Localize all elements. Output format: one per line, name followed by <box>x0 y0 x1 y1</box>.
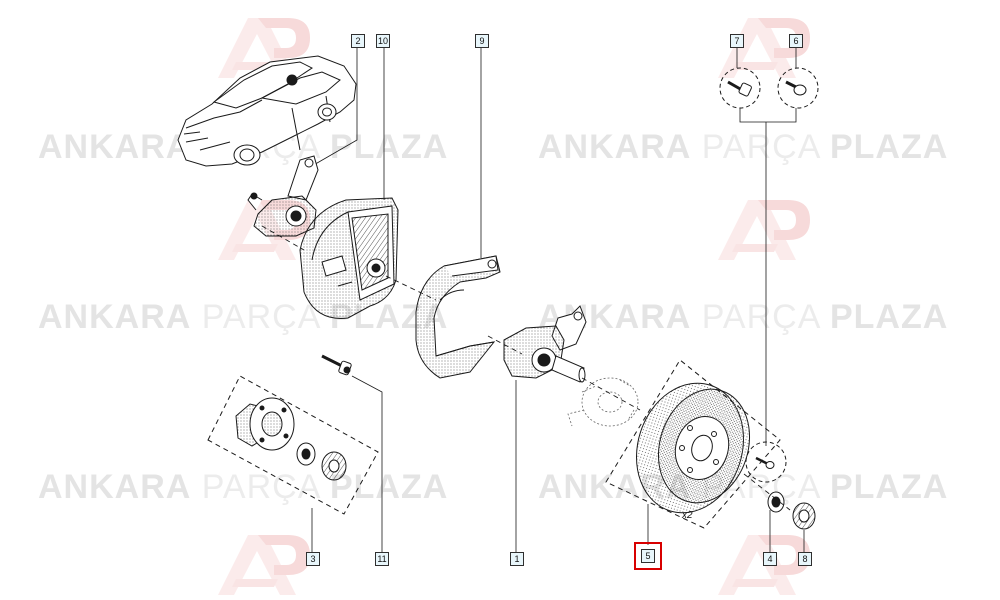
part-hub-ghost <box>567 377 639 427</box>
watermark-text: ANKARA PARÇA PLAZA <box>38 468 449 506</box>
part-brake-disc <box>636 382 751 514</box>
callout-11[interactable]: 11 <box>375 552 389 566</box>
callout-1[interactable]: 1 <box>510 552 524 566</box>
callout-7[interactable]: 7 <box>730 34 744 48</box>
leader-lines <box>311 47 805 552</box>
callout-4[interactable]: 4 <box>763 552 777 566</box>
callout-3[interactable]: 3 <box>306 552 320 566</box>
part-hub-bearing-kit <box>207 375 379 515</box>
car-illustration <box>177 55 357 167</box>
part-nut-8 <box>792 502 816 530</box>
part-screw-6 <box>777 67 819 109</box>
watermark-text: ANKARA PARÇA PLAZA <box>538 298 949 336</box>
part-bolt-7 <box>719 67 761 109</box>
quantity-label: x2 <box>682 510 693 521</box>
assembly-axis-lines <box>261 225 791 511</box>
callout-5-highlighted[interactable]: 5 <box>634 542 662 570</box>
callout-2[interactable]: 2 <box>351 34 365 48</box>
kit-outline-disc <box>605 359 781 529</box>
callout-6[interactable]: 6 <box>789 34 803 48</box>
callout-10[interactable]: 10 <box>376 34 390 48</box>
part-stub-axle <box>503 305 587 383</box>
watermark-text: ANKARA PARÇA PLAZA <box>538 128 949 166</box>
part-hub-carrier-small <box>247 155 319 237</box>
part-dust-shield <box>415 255 501 379</box>
part-cap-4 <box>767 491 785 513</box>
callout-9[interactable]: 9 <box>475 34 489 48</box>
callout-8[interactable]: 8 <box>798 552 812 566</box>
part-backing-plate <box>299 197 399 319</box>
part-disc-screw <box>745 441 787 483</box>
part-bolt-11 <box>321 354 352 376</box>
